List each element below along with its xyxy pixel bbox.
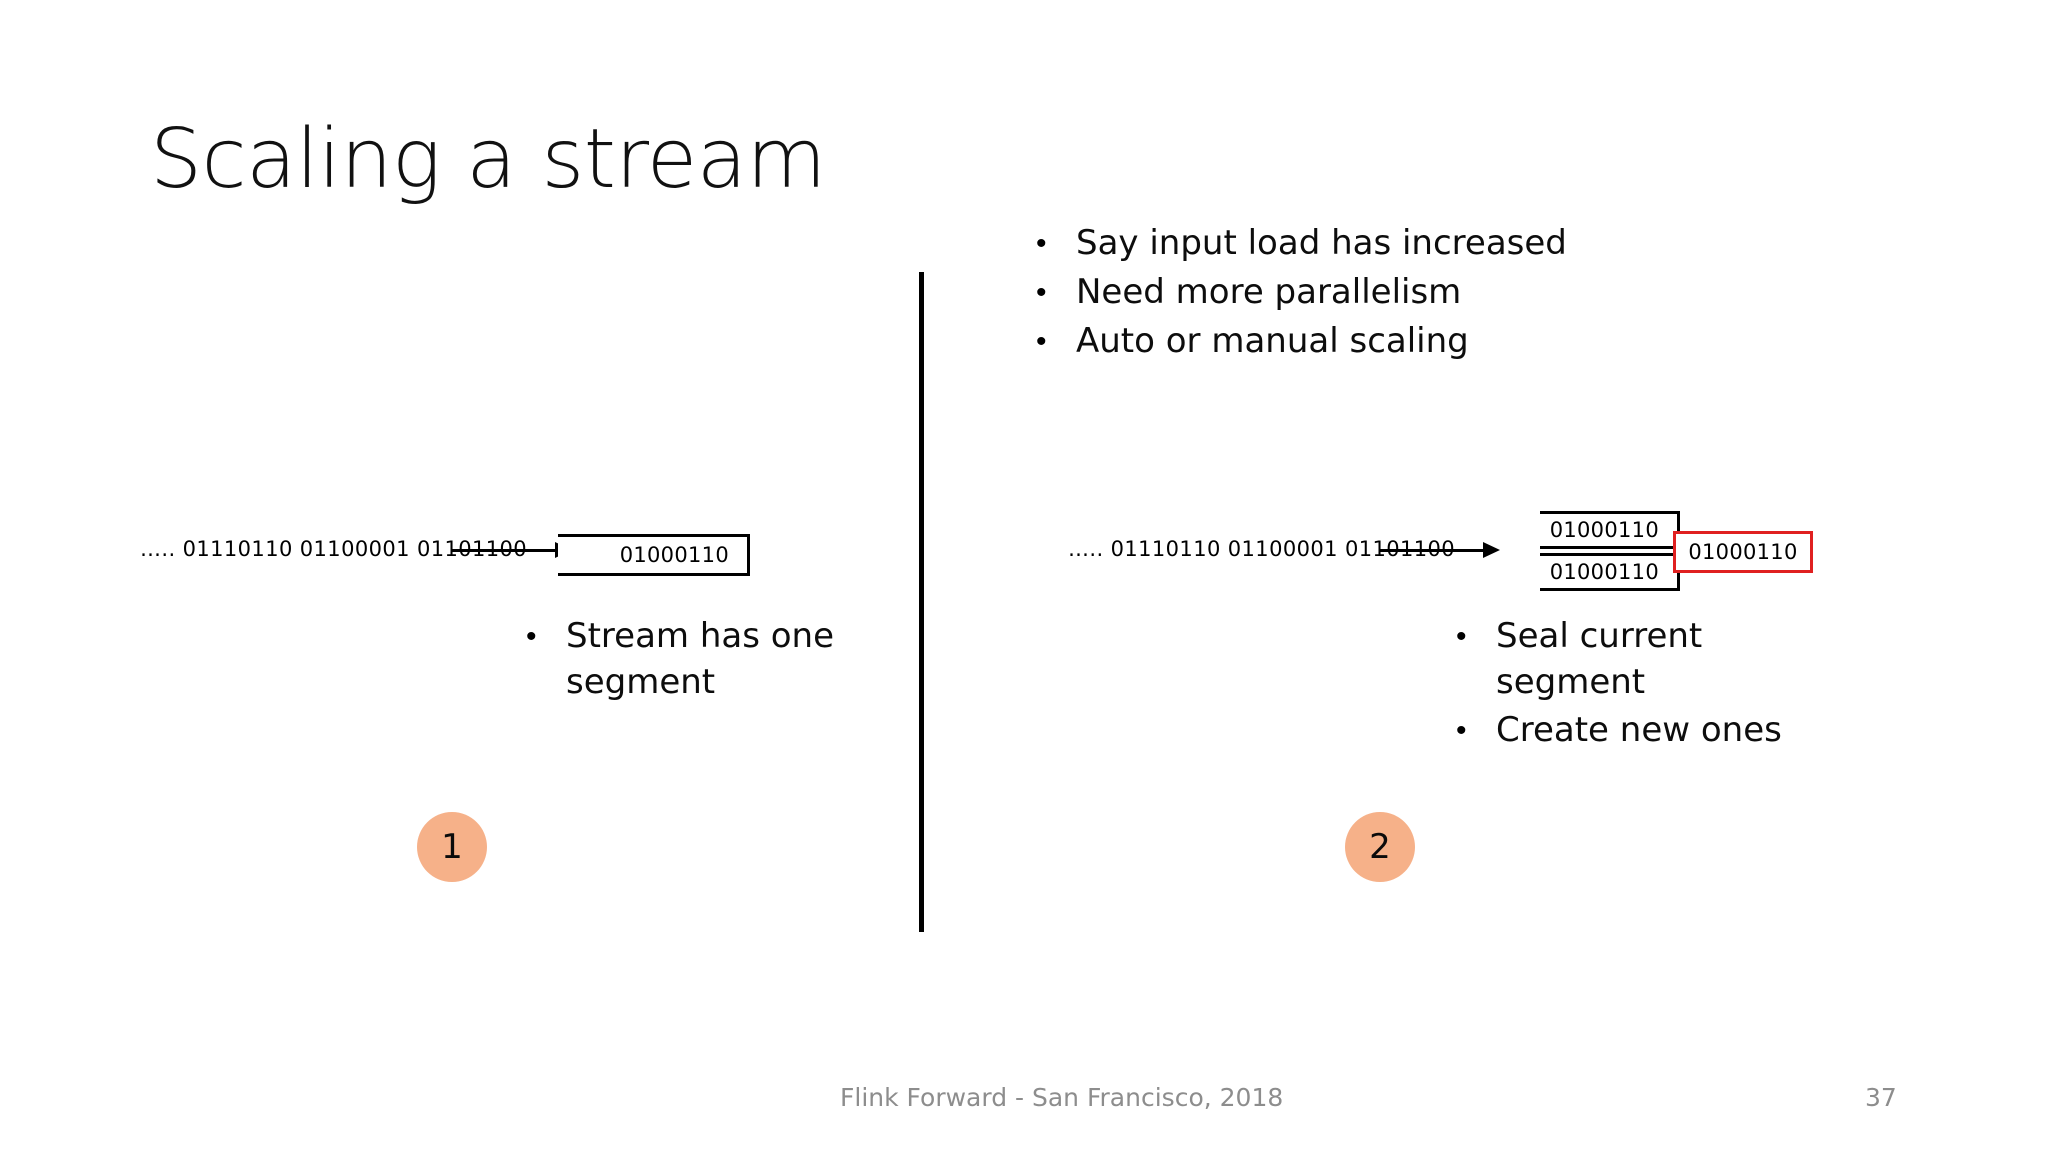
bullet-dot-icon: • xyxy=(1456,620,1467,653)
arrow-head xyxy=(1483,542,1500,558)
page-title: Scaling a stream xyxy=(150,112,826,207)
arrow-shaft xyxy=(452,549,558,552)
segment-box-left: 01000110 xyxy=(558,534,750,576)
list-item: • Stream has one segment xyxy=(520,613,850,705)
page-number: 37 xyxy=(1865,1083,1897,1112)
right-panel-bullet-list: • Seal current segment • Create new ones xyxy=(1450,613,1790,756)
footer-label: Flink Forward - San Francisco, 2018 xyxy=(840,1083,1284,1112)
list-item: • Create new ones xyxy=(1450,707,1790,754)
flow-arrow-icon-right xyxy=(1380,541,1500,559)
bullet-label: Auto or manual scaling xyxy=(1076,321,1469,361)
list-item: • Seal current segment xyxy=(1450,613,1790,705)
segment-box-right-top: 01000110 xyxy=(1540,511,1680,549)
bullet-label: Stream has one segment xyxy=(566,616,834,702)
segment-value: 01000110 xyxy=(619,543,729,567)
bullet-dot-icon: • xyxy=(1036,325,1047,358)
segment-value: 01000110 xyxy=(1688,540,1798,564)
step-number: 2 xyxy=(1369,827,1391,867)
bullet-dot-icon: • xyxy=(1036,227,1047,260)
step-badge-1: 1 xyxy=(417,812,487,882)
list-item: • Auto or manual scaling xyxy=(1030,318,1567,365)
bullet-label: Say input load has increased xyxy=(1076,223,1567,263)
panel-divider xyxy=(919,272,924,932)
bullet-dot-icon: • xyxy=(1036,276,1047,309)
flow-arrow-icon-left xyxy=(452,541,572,559)
arrow-shaft xyxy=(1380,549,1486,552)
segment-box-right-bottom: 01000110 xyxy=(1540,553,1680,591)
segment-value: 01000110 xyxy=(1549,560,1659,584)
left-panel-bullet-list: • Stream has one segment xyxy=(520,613,850,707)
list-item: • Need more parallelism xyxy=(1030,269,1567,316)
bullet-label: Need more parallelism xyxy=(1076,272,1462,312)
bullet-dot-icon: • xyxy=(526,620,537,653)
step-badge-2: 2 xyxy=(1345,812,1415,882)
segment-box-new-highlighted: 01000110 xyxy=(1673,531,1813,573)
segment-value: 01000110 xyxy=(1549,518,1659,542)
list-item: • Say input load has increased xyxy=(1030,220,1567,267)
step-number: 1 xyxy=(441,827,463,867)
bullet-label: Create new ones xyxy=(1496,710,1782,750)
bullet-label: Seal current segment xyxy=(1496,616,1703,702)
bullet-dot-icon: • xyxy=(1456,714,1467,747)
intro-bullet-list: • Say input load has increased • Need mo… xyxy=(1030,220,1567,367)
